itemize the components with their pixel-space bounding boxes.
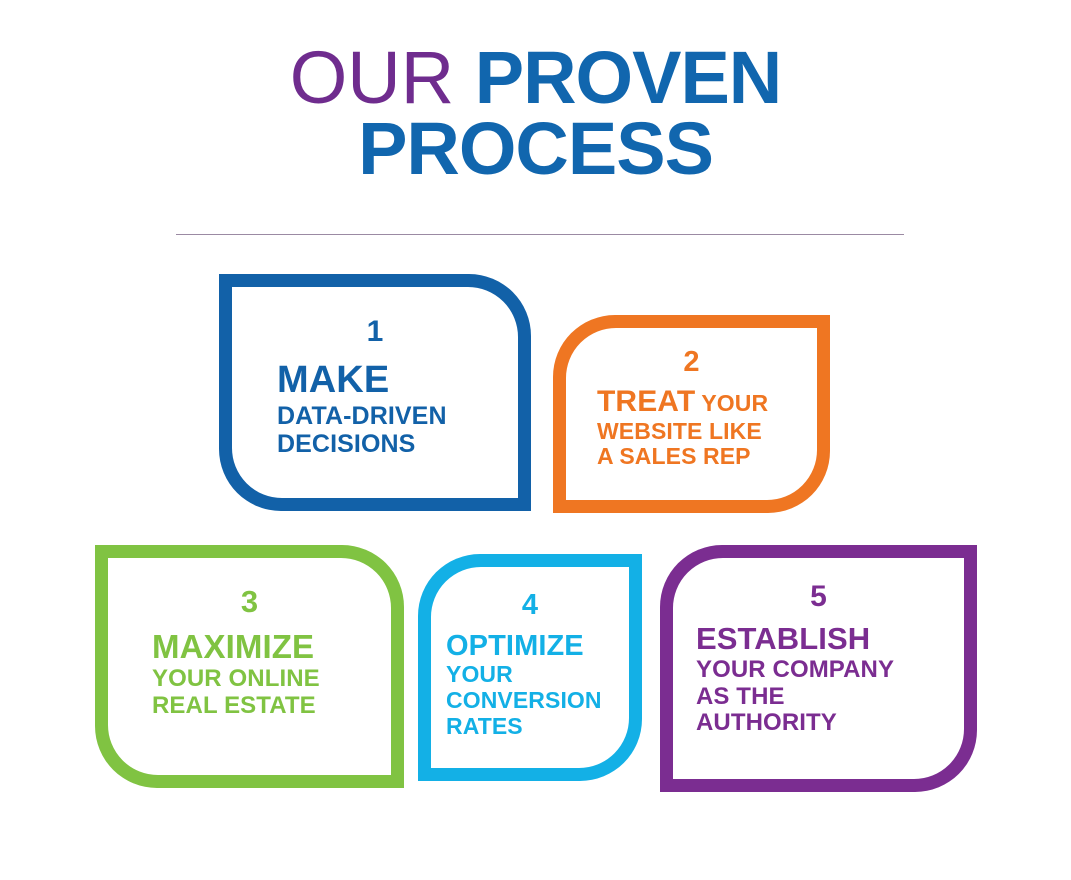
card-2-line-1: YOUR (701, 390, 769, 416)
card-1-inner: 1 MAKE DATA-DRIVEN DECISIONS (230, 285, 520, 500)
card-4-line-3: RATES (446, 712, 523, 739)
process-step-card-4[interactable]: 4 OPTIMIZE YOUR CONVERSION RATES (418, 554, 642, 781)
process-step-card-5[interactable]: 5 ESTABLISH YOUR COMPANY AS THE AUTHORIT… (660, 545, 977, 792)
title-word-process: PROCESS (358, 106, 714, 190)
card-2-inner: 2 TREAT YOUR WEBSITE LIKE A SALES REP (564, 326, 819, 502)
page-title: OUR PROVEN PROCESS (0, 41, 1071, 186)
card-3-line-1: YOUR ONLINE (152, 664, 320, 692)
card-3-line-2: REAL ESTATE (152, 691, 316, 719)
card-1-text: MAKE DATA-DRIVEN DECISIONS (277, 359, 473, 458)
title-line-2: PROCESS (0, 111, 1071, 185)
card-3-text: MAXIMIZE YOUR ONLINE REAL ESTATE (152, 628, 347, 720)
card-2-line-3: A SALES REP (597, 443, 751, 470)
card-4-inner: 4 OPTIMIZE YOUR CONVERSION RATES (429, 565, 631, 770)
card-1-number: 1 (366, 315, 384, 348)
card-1-line-1: DATA-DRIVEN (277, 401, 447, 430)
card-2-line-2: WEBSITE LIKE (597, 417, 762, 444)
card-4-lead: OPTIMIZE (446, 630, 584, 662)
card-5-line-2: AS THE (696, 682, 785, 710)
process-step-card-3[interactable]: 3 MAXIMIZE YOUR ONLINE REAL ESTATE (95, 545, 404, 788)
card-3-lead: MAXIMIZE (152, 628, 315, 665)
card-5-line-3: AUTHORITY (696, 709, 837, 737)
card-1-lead: MAKE (277, 359, 390, 401)
card-3-number: 3 (240, 584, 259, 619)
card-5-inner: 5 ESTABLISH YOUR COMPANY AS THE AUTHORIT… (671, 556, 966, 781)
card-4-number: 4 (521, 589, 539, 621)
card-2-text: TREAT YOUR WEBSITE LIKE A SALES REP (597, 385, 786, 470)
card-2-lead: TREAT (597, 385, 696, 418)
title-line-1: OUR PROVEN (0, 41, 1071, 115)
card-2-number: 2 (683, 346, 700, 378)
card-3-inner: 3 MAXIMIZE YOUR ONLINE REAL ESTATE (106, 556, 393, 777)
card-4-text: OPTIMIZE YOUR CONVERSION RATES (446, 630, 614, 740)
process-step-card-1[interactable]: 1 MAKE DATA-DRIVEN DECISIONS (219, 274, 531, 511)
card-5-text: ESTABLISH YOUR COMPANY AS THE AUTHORITY (696, 621, 941, 737)
card-4-line-2: CONVERSION (446, 687, 602, 714)
card-5-number: 5 (810, 580, 827, 613)
header-divider (176, 234, 904, 235)
title-word-proven: PROVEN (474, 36, 783, 119)
card-5-lead: ESTABLISH (696, 621, 871, 656)
card-4-line-1: YOUR (446, 661, 513, 688)
process-step-card-2[interactable]: 2 TREAT YOUR WEBSITE LIKE A SALES REP (553, 315, 830, 513)
title-word-our: OUR (289, 36, 475, 119)
card-1-line-2: DECISIONS (277, 429, 416, 458)
card-5-line-1: YOUR COMPANY (696, 655, 895, 683)
